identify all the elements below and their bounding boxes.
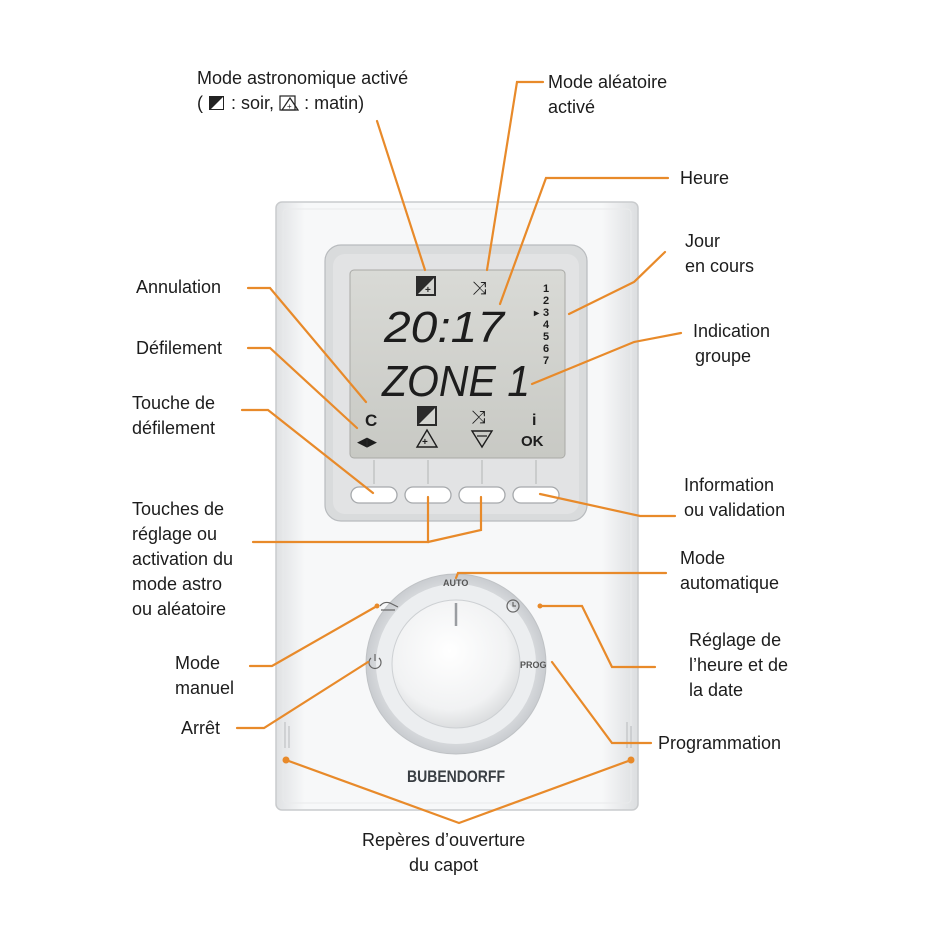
time-callout: Heure — [680, 166, 729, 191]
info-line2: ou validation — [684, 500, 786, 520]
lcd-zone: ZONE 1 — [381, 357, 530, 406]
cover-marks-line2: du capot — [409, 855, 479, 875]
astro-icon-lcd: + — [416, 276, 436, 296]
group-callout: Indication groupe — [693, 319, 770, 369]
key-info-label: i — [532, 412, 536, 429]
group-line1: Indication — [693, 321, 771, 341]
random-key-icon: ⤨ — [470, 407, 494, 449]
lcd-time: 20:17 — [383, 303, 506, 352]
day-list: 1 2 ▸ 3 4 5 6 7 — [533, 283, 550, 367]
auto-mode-line1: Mode — [680, 548, 726, 568]
astro-mode-line2: ( : soir, + : matin) — [197, 91, 408, 116]
adjust-keys-line1: Touches de — [132, 499, 225, 519]
key-scroll-label: ◀▶ — [357, 434, 377, 449]
day-4: 4 — [543, 319, 550, 331]
astro-mode-paren: ( — [197, 93, 203, 113]
day-6: 6 — [543, 343, 549, 355]
time-date-callout: Réglage de l’heure et de la date — [689, 628, 788, 703]
svg-text:+: + — [422, 437, 428, 448]
day-1: 1 — [543, 283, 549, 295]
cover-marks-callout: Repères d’ouverture du capot — [362, 828, 525, 878]
programming-callout: Programmation — [658, 731, 781, 756]
current-day-line1: Jour — [685, 231, 721, 251]
leader-lines — [235, 80, 683, 825]
keypad — [350, 486, 560, 504]
adjust-keys-callout: Touches de réglage ou activation du mode… — [132, 497, 233, 622]
brand-logo: BUBENDORFF — [407, 767, 505, 786]
dial-auto-label: AUTO — [443, 578, 468, 588]
current-day-line2: en cours — [685, 256, 755, 276]
svg-text:⤨: ⤨ — [471, 407, 485, 427]
day-5: 5 — [543, 331, 549, 343]
astro-mode-matin: : matin) — [304, 93, 365, 113]
info-line1: Information — [684, 475, 775, 495]
adjust-keys-line3: activation du — [132, 549, 234, 569]
cancel-line1: Annulation — [136, 277, 222, 297]
info-validate-callout: Information ou validation — [684, 473, 785, 523]
svg-text:+: + — [425, 285, 431, 296]
day-7: 7 — [543, 355, 549, 367]
astro-mode-line1: Mode astronomique activé — [197, 68, 409, 88]
mode-dial: AUTO PROG — [365, 573, 547, 755]
astro-mode-callout: Mode astronomique activé ( : soir, + : m… — [197, 66, 408, 116]
evening-icon — [209, 96, 225, 110]
key-ok-label: OK — [521, 433, 544, 450]
random-mode-line1: Mode aléatoire — [548, 72, 668, 92]
adjust-keys-line2: réglage ou — [132, 524, 218, 544]
auto-mode-line2: automatique — [680, 573, 780, 593]
day-3: 3 — [543, 307, 549, 319]
power-icon — [368, 654, 382, 669]
leader-dots — [282, 603, 635, 764]
scroll-key-callout: Touche de défilement — [132, 391, 215, 441]
manual-mode-callout: Mode manuel — [175, 651, 234, 701]
morning-icon: + — [279, 95, 300, 111]
scroll-key-line1: Touche de — [132, 393, 216, 413]
manual-hand-icon — [379, 601, 399, 611]
ok-button[interactable] — [512, 486, 560, 504]
key-separators — [373, 460, 537, 484]
dial-knob[interactable] — [391, 599, 521, 729]
time-line1: Heure — [680, 168, 730, 188]
cancel-callout: Annulation — [136, 275, 221, 300]
random-mode-line2: activé — [548, 97, 596, 117]
svg-text:+: + — [287, 102, 292, 111]
scroll-key-line2: défilement — [132, 418, 216, 438]
clock-icon — [506, 599, 520, 613]
current-day-callout: Jour en cours — [685, 229, 754, 279]
day-2: 2 — [543, 295, 549, 307]
time-date-line3: la date — [689, 680, 744, 700]
dial-prog-label: PROG — [520, 660, 547, 670]
time-date-line2: l’heure et de — [689, 655, 789, 675]
time-date-line1: Réglage de — [689, 630, 782, 650]
cancel-button[interactable] — [350, 486, 398, 504]
random-mode-callout: Mode aléatoire activé — [548, 70, 667, 120]
off-callout: Arrêt — [181, 716, 220, 741]
auto-mode-callout: Mode automatique — [680, 546, 779, 596]
key-c-label: C — [365, 411, 377, 430]
group-line2: groupe — [695, 346, 752, 366]
scroll-callout: Défilement — [136, 336, 222, 361]
lcd-display: + ⤨ 20:17 1 2 ▸ 3 4 5 6 7 ZONE 1 C ◀▶ + — [349, 269, 566, 459]
cover-marks-line1: Repères d’ouverture — [362, 830, 526, 850]
programming-line1: Programmation — [658, 733, 782, 753]
off-line1: Arrêt — [181, 718, 221, 738]
random-icon-lcd: ⤨ — [472, 278, 486, 298]
manual-mode-line2: manuel — [175, 678, 235, 698]
adjust-keys-line5: ou aléatoire — [132, 599, 227, 619]
astro-key-icon: + — [415, 406, 439, 448]
adjust-keys-line4: mode astro — [132, 574, 223, 594]
scroll-line1: Défilement — [136, 338, 223, 358]
manual-mode-line1: Mode — [175, 653, 221, 673]
current-day-marker: ▸ — [533, 308, 540, 319]
astro-mode-soir: : soir, — [231, 93, 275, 113]
